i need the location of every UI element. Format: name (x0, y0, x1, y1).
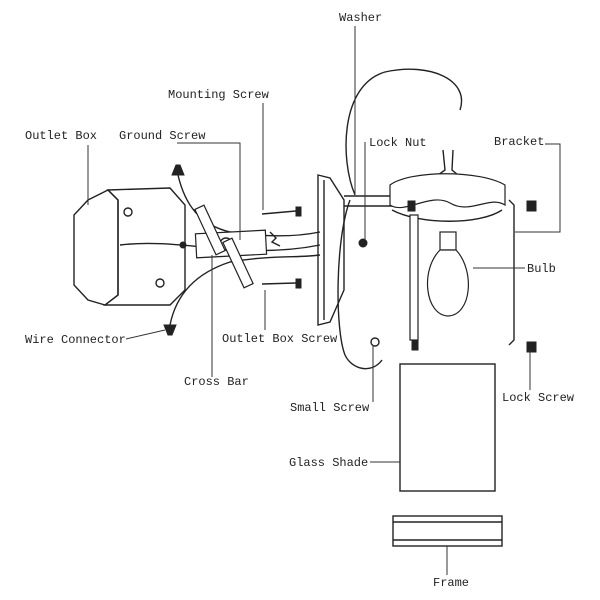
label-frame: Frame (433, 576, 469, 590)
label-outlet-box-screw: Outlet Box Screw (222, 332, 338, 346)
bracket (409, 199, 537, 353)
label-small-screw: Small Screw (290, 401, 370, 415)
outlet-box (73, 187, 186, 306)
label-ground-screw: Ground Screw (119, 129, 206, 143)
label-glass-shade: Glass Shade (289, 456, 368, 470)
label-cross-bar: Cross Bar (184, 375, 249, 389)
frame (392, 515, 503, 547)
cross-bar (179, 204, 281, 289)
glass-shade (399, 363, 496, 492)
label-washer: Washer (339, 11, 382, 25)
fixture-canopy (389, 149, 506, 222)
bulb (426, 231, 469, 317)
label-lock-screw: Lock Screw (502, 391, 575, 405)
leader-lines (87, 26, 561, 575)
wall-plate (317, 68, 463, 370)
label-wire-connector: Wire Connector (25, 333, 126, 347)
label-mounting-screw: Mounting Screw (168, 88, 270, 102)
mounting-screws (261, 206, 302, 289)
label-lock-nut: Lock Nut (369, 136, 427, 150)
label-outlet-box: Outlet Box (25, 129, 97, 143)
label-bulb: Bulb (527, 262, 556, 276)
label-bracket: Bracket (494, 135, 544, 149)
